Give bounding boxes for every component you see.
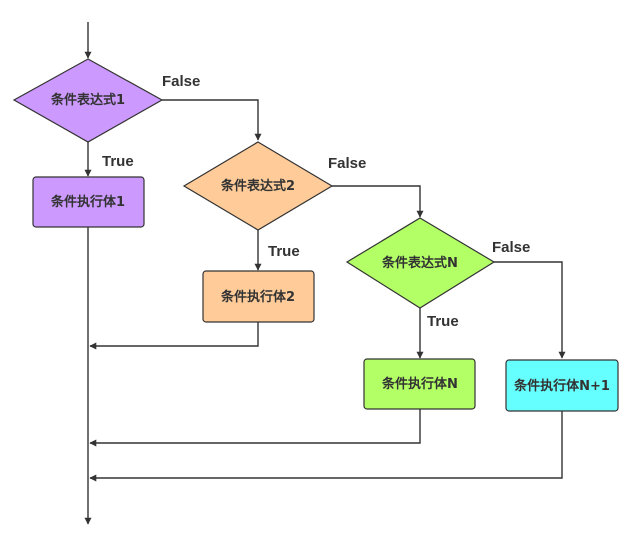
decision-node-2: 条件表达式2 <box>182 141 334 231</box>
edge-labels: False True False True False True <box>102 73 530 330</box>
process-node-2: 条件执行体2 <box>202 270 315 323</box>
decision-label-2: 条件表达式2 <box>221 178 295 194</box>
connectors <box>84 22 566 525</box>
edge-bodyN1-merge <box>89 411 563 482</box>
process-label-n-plus-1: 条件执行体N+1 <box>514 378 610 394</box>
process-label-1: 条件执行体1 <box>51 194 125 210</box>
process-label-n: 条件执行体N <box>382 376 458 392</box>
label-true-n: True <box>427 313 459 330</box>
decision-node-n: 条件表达式N <box>345 217 496 309</box>
edge-cond1-false <box>162 99 262 141</box>
decision-label-1: 条件表达式1 <box>51 92 125 108</box>
label-false-1: False <box>162 73 200 90</box>
process-node-n-plus-1: 条件执行体N+1 <box>505 359 619 412</box>
process-node-1: 条件执行体1 <box>32 176 145 228</box>
label-false-2: False <box>328 155 366 172</box>
decision-node-1: 条件表达式1 <box>12 58 164 143</box>
process-node-n: 条件执行体N <box>363 358 476 410</box>
label-true-2: True <box>268 243 300 260</box>
edge-bodyN-merge <box>89 409 421 447</box>
label-false-n: False <box>492 239 530 256</box>
edge-condN-false <box>494 261 566 359</box>
label-true-1: True <box>102 153 134 170</box>
process-label-2: 条件执行体2 <box>221 289 295 305</box>
edge-cond2-false <box>332 185 424 218</box>
decision-label-n: 条件表达式N <box>382 255 458 271</box>
edge-body2-merge <box>89 322 259 350</box>
